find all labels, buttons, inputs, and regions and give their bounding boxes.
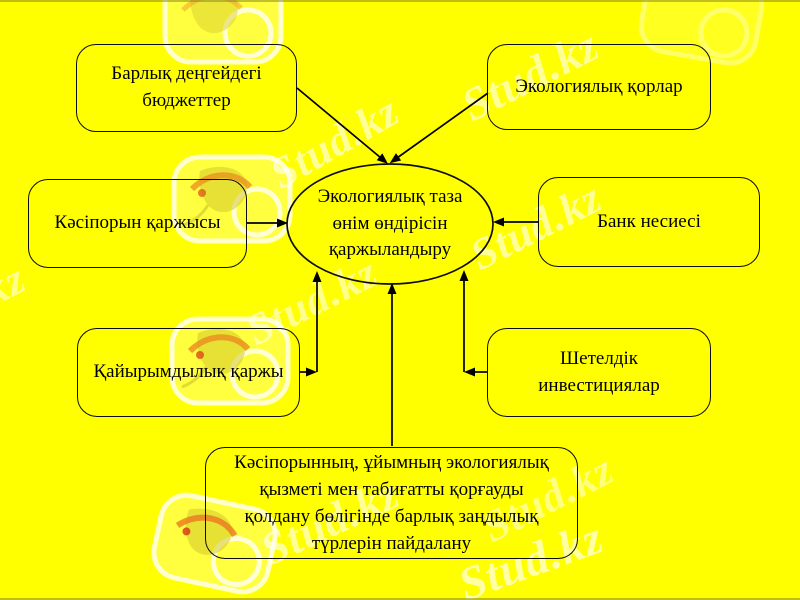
watermark-text: Stud.kz [0,254,34,361]
node-charity-finance: Қайырымдылық қаржы [77,328,300,417]
bird-icon [190,0,238,34]
bottom-edge-line [0,598,800,600]
top-edge-line [0,0,800,2]
node-budgets: Барлық деңгейдегі бюджеттер [76,44,297,132]
stud-kz-logo-icon [171,154,293,244]
connector-layer [247,87,538,446]
center-ellipse-label: Экологиялық таза өнім өндірісін қаржылан… [317,185,463,261]
stud-kz-logo-icon [162,0,284,65]
node-legal-forms: Кәсіпорынның, ұйымның экологиялық қызмет… [205,447,578,559]
node-foreign-investments: Шетелдік инвестициялар [487,328,711,417]
arrow-budgets-to-center [296,87,388,164]
arrow-ecofunds-to-center [389,92,489,164]
node-bank-credit: Банк несиесі [538,177,760,267]
node-enterprise-finance: Кәсіпорын қаржысы [28,179,247,268]
stud-kz-logo-icon [169,316,291,406]
node-eco-funds: Экологиялық қорлар [487,44,711,130]
